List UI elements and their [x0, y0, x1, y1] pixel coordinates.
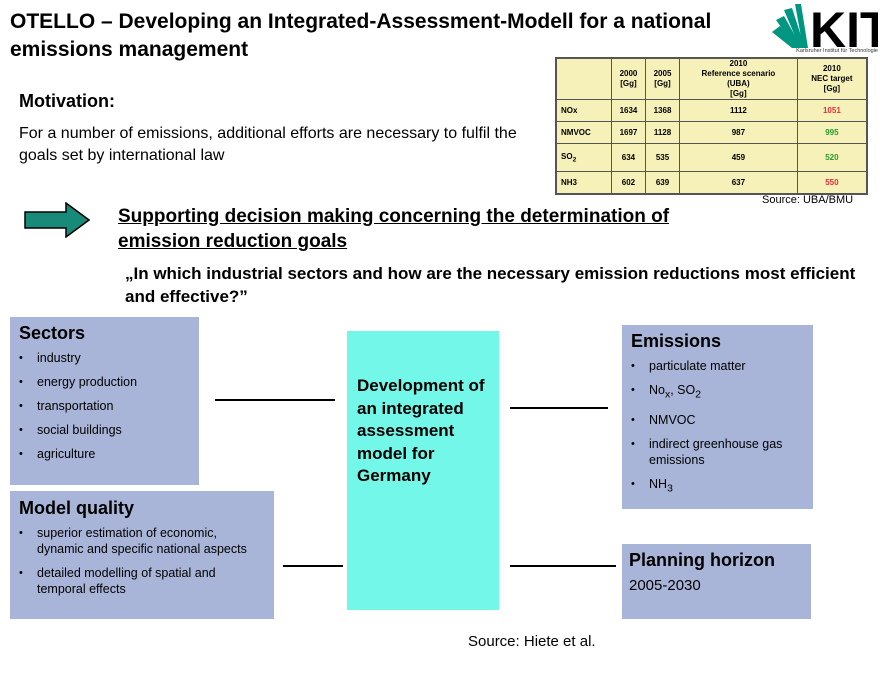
kit-logo-subtext: Karlsruher Institut für Technologie — [796, 48, 878, 54]
model-quality-list: superior estimation of economic, dynamic… — [19, 525, 265, 597]
pollutant-subscript: 2 — [572, 156, 577, 164]
table-cell-nec2010: 1051 — [796, 98, 868, 123]
table-cell-nec2010: 550 — [796, 170, 868, 195]
key-question: „In which industrial sectors and how are… — [125, 264, 856, 306]
model-quality-item: superior estimation of economic, dynamic… — [19, 525, 265, 557]
table-source: Source: UBA/BMU — [762, 194, 854, 206]
emission-item: particulate matter — [631, 358, 804, 374]
table-header-text: [Gg] — [654, 79, 671, 88]
table-header-cell — [556, 58, 612, 100]
connector-sectors — [215, 399, 335, 401]
table-header-text: 2010 — [822, 64, 841, 73]
sectors-heading: Sectors — [19, 323, 86, 343]
connector-emissions — [510, 407, 608, 409]
table-header-text: [Gg] — [823, 84, 841, 93]
page-title: OTELLO – Developing an Integrated-Assess… — [10, 10, 712, 61]
table-cell-ref2010: 987 — [679, 121, 798, 145]
table-cell-v2000: 1697 — [610, 121, 646, 145]
table-cell-ref2010: 459 — [679, 143, 798, 172]
planning-horizon-heading: Planning horizon — [629, 550, 775, 570]
pollutant-name: NMVOC — [561, 128, 591, 138]
kit-logo-letters: KIT — [810, 4, 878, 50]
table-header-text: (UBA) — [727, 79, 750, 88]
table-header-text: 2010 — [729, 59, 748, 68]
table-header-text: NEC target — [811, 74, 853, 83]
connector-planning — [510, 565, 616, 567]
model-quality-heading: Model quality — [19, 498, 135, 518]
emission-item: indirect greenhouse gas emissions — [631, 436, 804, 468]
table-header-text: [Gg] — [730, 89, 747, 98]
table-header-text: 2000 — [619, 69, 638, 78]
emissions-box: Emissions particulate matterNox, SO2NMVO… — [622, 325, 813, 509]
support-heading: Supporting decision making concerning th… — [118, 206, 670, 252]
table-cell-ref2010: 1112 — [679, 98, 798, 123]
model-quality-item: detailed modelling of spatial and tempor… — [19, 565, 265, 597]
emission-subscript: 2 — [695, 389, 701, 401]
sector-item: industry — [19, 350, 190, 366]
figure-source: Source: Hiete et al. — [468, 633, 596, 650]
emissions-list: particulate matterNox, SO2NMVOC indirect … — [631, 358, 804, 497]
emission-item: Nox, SO2 — [631, 382, 804, 404]
table-row-label: NOx — [556, 98, 612, 123]
model-quality-box: Model quality superior estimation of eco… — [10, 491, 274, 619]
table-header-cell: 2000[Gg] — [610, 58, 646, 100]
sector-item: agriculture — [19, 446, 190, 462]
sector-item: social buildings — [19, 422, 190, 438]
table-cell-ref2010: 637 — [679, 170, 798, 195]
table-cell-nec2010: 995 — [796, 121, 868, 145]
emission-base: No — [649, 383, 665, 397]
emission-base: NH — [649, 476, 668, 491]
table-cell-v2000: 1634 — [610, 98, 646, 123]
emission-text: particulate matter — [649, 359, 746, 373]
planning-horizon-value: 2005-2030 — [629, 577, 701, 594]
table-cell-v2000: 602 — [610, 170, 646, 195]
connector-model-quality — [283, 565, 343, 567]
sectors-box: Sectors industry energy production transpo… — [10, 317, 199, 485]
emission-item: NMVOC — [631, 412, 804, 428]
table-cell-v2005: 1128 — [644, 121, 681, 145]
emission-subscript: 3 — [667, 483, 673, 494]
table-row-label: NMVOC — [556, 121, 612, 145]
sector-item: transportation — [19, 398, 190, 414]
table-row-label: NH3 — [556, 170, 612, 195]
table-cell-v2000: 634 — [610, 143, 646, 172]
sector-item: energy production — [19, 374, 190, 390]
table-header-text: Reference scenario — [701, 69, 776, 78]
right-arrow-icon — [24, 202, 90, 238]
pollutant-name: NOx — [561, 106, 578, 116]
pollutant-name: SO — [561, 151, 573, 161]
motivation-heading: Motivation: — [19, 91, 115, 111]
table-cell-v2005: 1368 — [644, 98, 681, 123]
table-header-text: [Gg] — [620, 79, 637, 88]
motivation-text: For a number of emissions, additional ef… — [19, 125, 517, 164]
table-cell-v2005: 535 — [644, 143, 681, 172]
emission-text: NMVOC — [649, 412, 696, 427]
emission-item: NH3 — [631, 476, 804, 498]
table-cell-v2005: 639 — [644, 170, 681, 195]
pollutant-name: NH3 — [561, 177, 578, 187]
planning-horizon-box: Planning horizon 2005-2030 — [622, 544, 811, 619]
table-row-label: SO2 — [556, 143, 612, 172]
table-header-cell: 2005[Gg] — [644, 58, 681, 100]
emission-text: , SO — [670, 383, 696, 397]
emission-subscript: x — [664, 389, 671, 401]
sectors-list: industry energy production transportation s… — [19, 350, 190, 462]
kit-logo-mark: KIT — [772, 2, 880, 58]
emission-text: indirect greenhouse gas emissions — [649, 436, 783, 467]
table-cell-nec2010: 520 — [796, 143, 868, 172]
emissions-heading: Emissions — [631, 331, 722, 351]
table-header-text: 2005 — [653, 69, 672, 78]
central-model-box: Development of an integrated assessment … — [347, 331, 499, 610]
kit-logo: KIT Karlsruher Institut für Technologie — [770, 2, 880, 58]
